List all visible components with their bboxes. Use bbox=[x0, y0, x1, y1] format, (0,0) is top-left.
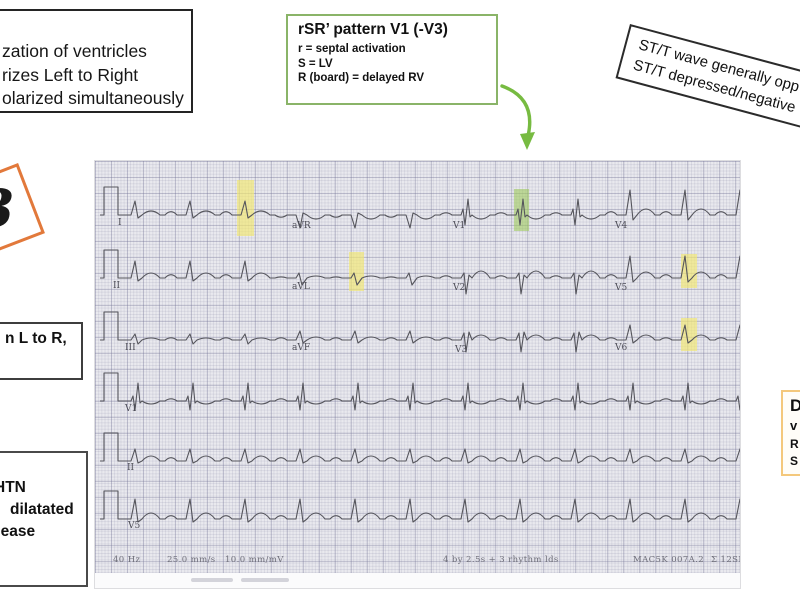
lead-label: aVR bbox=[292, 221, 311, 231]
lead-label: V1 bbox=[453, 221, 466, 231]
ecg-trace-row bbox=[100, 186, 740, 229]
note-line: olarized simultaneously bbox=[2, 88, 184, 108]
htn-note-line: sease bbox=[0, 523, 36, 540]
lead-label: I bbox=[118, 218, 122, 228]
lead-label: V2 bbox=[453, 283, 466, 293]
ventricular-depolarization-note: zation of ventricles rizes Left to Right… bbox=[0, 9, 193, 113]
lead-label: II bbox=[113, 281, 121, 291]
lead-label: aVF bbox=[292, 343, 311, 353]
ecg-footer-text: Σ 12SL™v235 bbox=[711, 555, 740, 565]
ltr-note-line: n L to R, bbox=[5, 330, 67, 347]
qrs-highlight-yellow bbox=[681, 254, 697, 288]
rsr-note-line: S = LV bbox=[298, 57, 333, 70]
lead-label: V5 bbox=[615, 283, 628, 293]
rsr-note-line: R (board) = delayed RV bbox=[298, 72, 425, 84]
orange-diamond-marker: 3 bbox=[0, 163, 45, 260]
lead-label: V3 bbox=[455, 345, 468, 355]
ecg-trace-row bbox=[100, 432, 740, 464]
htn-note-line: HTN bbox=[0, 479, 26, 496]
ecg-footer-text: 40 Hz bbox=[113, 555, 141, 565]
diamond-glyph: 3 bbox=[0, 178, 14, 240]
faint-print-mark bbox=[191, 578, 233, 582]
rsr-note-line: r = septal activation bbox=[298, 43, 406, 55]
htn-note: HTN dilatated sease bbox=[0, 451, 88, 587]
right-clipped-note: D v R S bbox=[781, 390, 800, 476]
ecg-waveforms bbox=[100, 186, 740, 523]
ecg-footer-text: 25.0 mm/s bbox=[167, 555, 216, 565]
rsr-pattern-note: rSR’ pattern V1 (-V3) r = septal activat… bbox=[286, 14, 498, 105]
right-note-line: v bbox=[790, 418, 798, 433]
green-arrow-icon bbox=[500, 84, 535, 150]
qrs-highlight-yellow bbox=[237, 180, 254, 236]
ecg-footer-text: 10.0 mm/mV bbox=[225, 555, 284, 565]
note-line: zation of ventricles bbox=[2, 41, 147, 61]
rsr-note-title: rSR’ pattern V1 (-V3) bbox=[298, 21, 448, 38]
lead-label: V4 bbox=[615, 221, 628, 231]
note-line: rizes Left to Right bbox=[2, 64, 139, 85]
lead-label: V6 bbox=[615, 343, 628, 353]
ecg-footer-text: MAC5K 007A.2 bbox=[633, 555, 705, 565]
lead-label: aVL bbox=[292, 282, 310, 292]
faint-print-mark bbox=[241, 578, 289, 582]
right-note-line: S bbox=[790, 454, 799, 468]
right-note-line: D bbox=[790, 396, 800, 415]
ecg-bottom-margin bbox=[95, 573, 740, 588]
ecg-trace-row bbox=[100, 249, 740, 295]
lead-label: III bbox=[125, 343, 136, 353]
lead-label: V5 bbox=[128, 521, 141, 531]
lead-label: II bbox=[127, 463, 135, 473]
htn-note-line: dilatated bbox=[10, 501, 74, 518]
ecg-trace-row bbox=[100, 311, 740, 353]
ecg-trace-row bbox=[100, 372, 740, 411]
l-to-r-note: n L to R, bbox=[0, 322, 83, 380]
right-note-line: R bbox=[790, 437, 799, 451]
st-t-wave-note: ST/T wave generally opp ST/T depressed/n… bbox=[615, 24, 800, 156]
ecg-trace-row bbox=[100, 490, 740, 523]
ecg-footer-text: 4 by 2.5s + 3 rhythm lds bbox=[443, 555, 559, 565]
lead-label: V1 bbox=[125, 404, 138, 414]
